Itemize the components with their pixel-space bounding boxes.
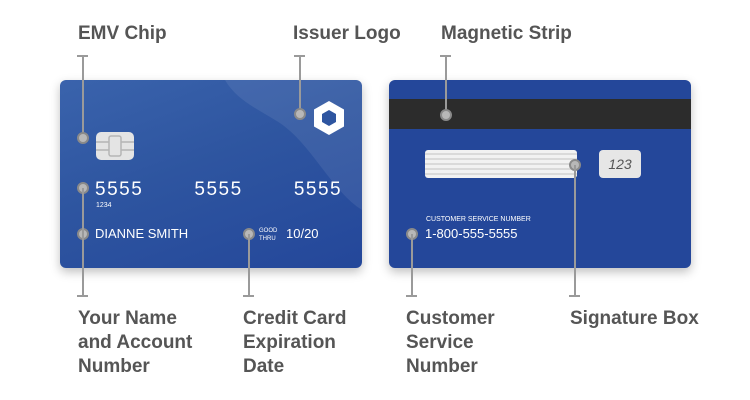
marker-dot-strip (440, 109, 452, 121)
label-expiration: Credit Card Expiration Date (243, 308, 347, 377)
magnetic-strip (389, 99, 691, 129)
marker-dot-emv (77, 132, 89, 144)
leader-cap-signature (569, 295, 580, 297)
card-number-group: 5555 (95, 179, 144, 200)
card-number-group: 5555 (293, 179, 343, 200)
card-back: 123 CUSTOMER SERVICE NUMBER 1-800-555-55… (389, 80, 691, 268)
expiry-date: 10/20 (286, 226, 319, 241)
leader-line-expiry (248, 234, 250, 296)
label-signature-box: Signature Box (570, 308, 699, 329)
leader-line-emv (82, 55, 84, 133)
card-number: 5555 5555 5555 5555 (95, 179, 362, 201)
label-customer-service: Customer Service Number (406, 308, 495, 377)
emv-chip-icon (96, 132, 134, 160)
card-number-group: 5555 (194, 179, 243, 200)
label-name-account: Your Name and Account Number (78, 308, 193, 377)
leader-line-name (82, 188, 84, 296)
leader-cap-service (406, 295, 417, 297)
leader-cap-expiry (243, 295, 254, 297)
card-number-small: 1234 (96, 202, 112, 209)
good-thru-line2: THRU (259, 236, 276, 242)
leader-line-signature (574, 165, 576, 296)
service-number: 1-800-555-5555 (425, 226, 518, 241)
marker-dot-logo (294, 108, 306, 120)
leader-cap-name (77, 295, 88, 297)
cvv-box: 123 (599, 150, 641, 178)
label-issuer-logo: Issuer Logo (293, 23, 401, 44)
label-emv-chip: EMV Chip (78, 23, 167, 44)
leader-line-service (411, 234, 413, 296)
good-thru-line1: GOOD (259, 228, 278, 234)
leader-line-logo (299, 55, 301, 109)
leader-line-strip (445, 55, 447, 110)
card-front: 5555 5555 5555 5555 1234 DIANNE SMITH GO… (60, 80, 362, 268)
issuer-logo-icon (314, 101, 344, 135)
signature-box (425, 150, 577, 178)
good-thru-label: GOOD THRU (259, 227, 277, 243)
cardholder-name: DIANNE SMITH (95, 226, 189, 241)
label-magnetic-strip: Magnetic Strip (441, 23, 572, 44)
service-number-label: CUSTOMER SERVICE NUMBER (426, 216, 531, 223)
